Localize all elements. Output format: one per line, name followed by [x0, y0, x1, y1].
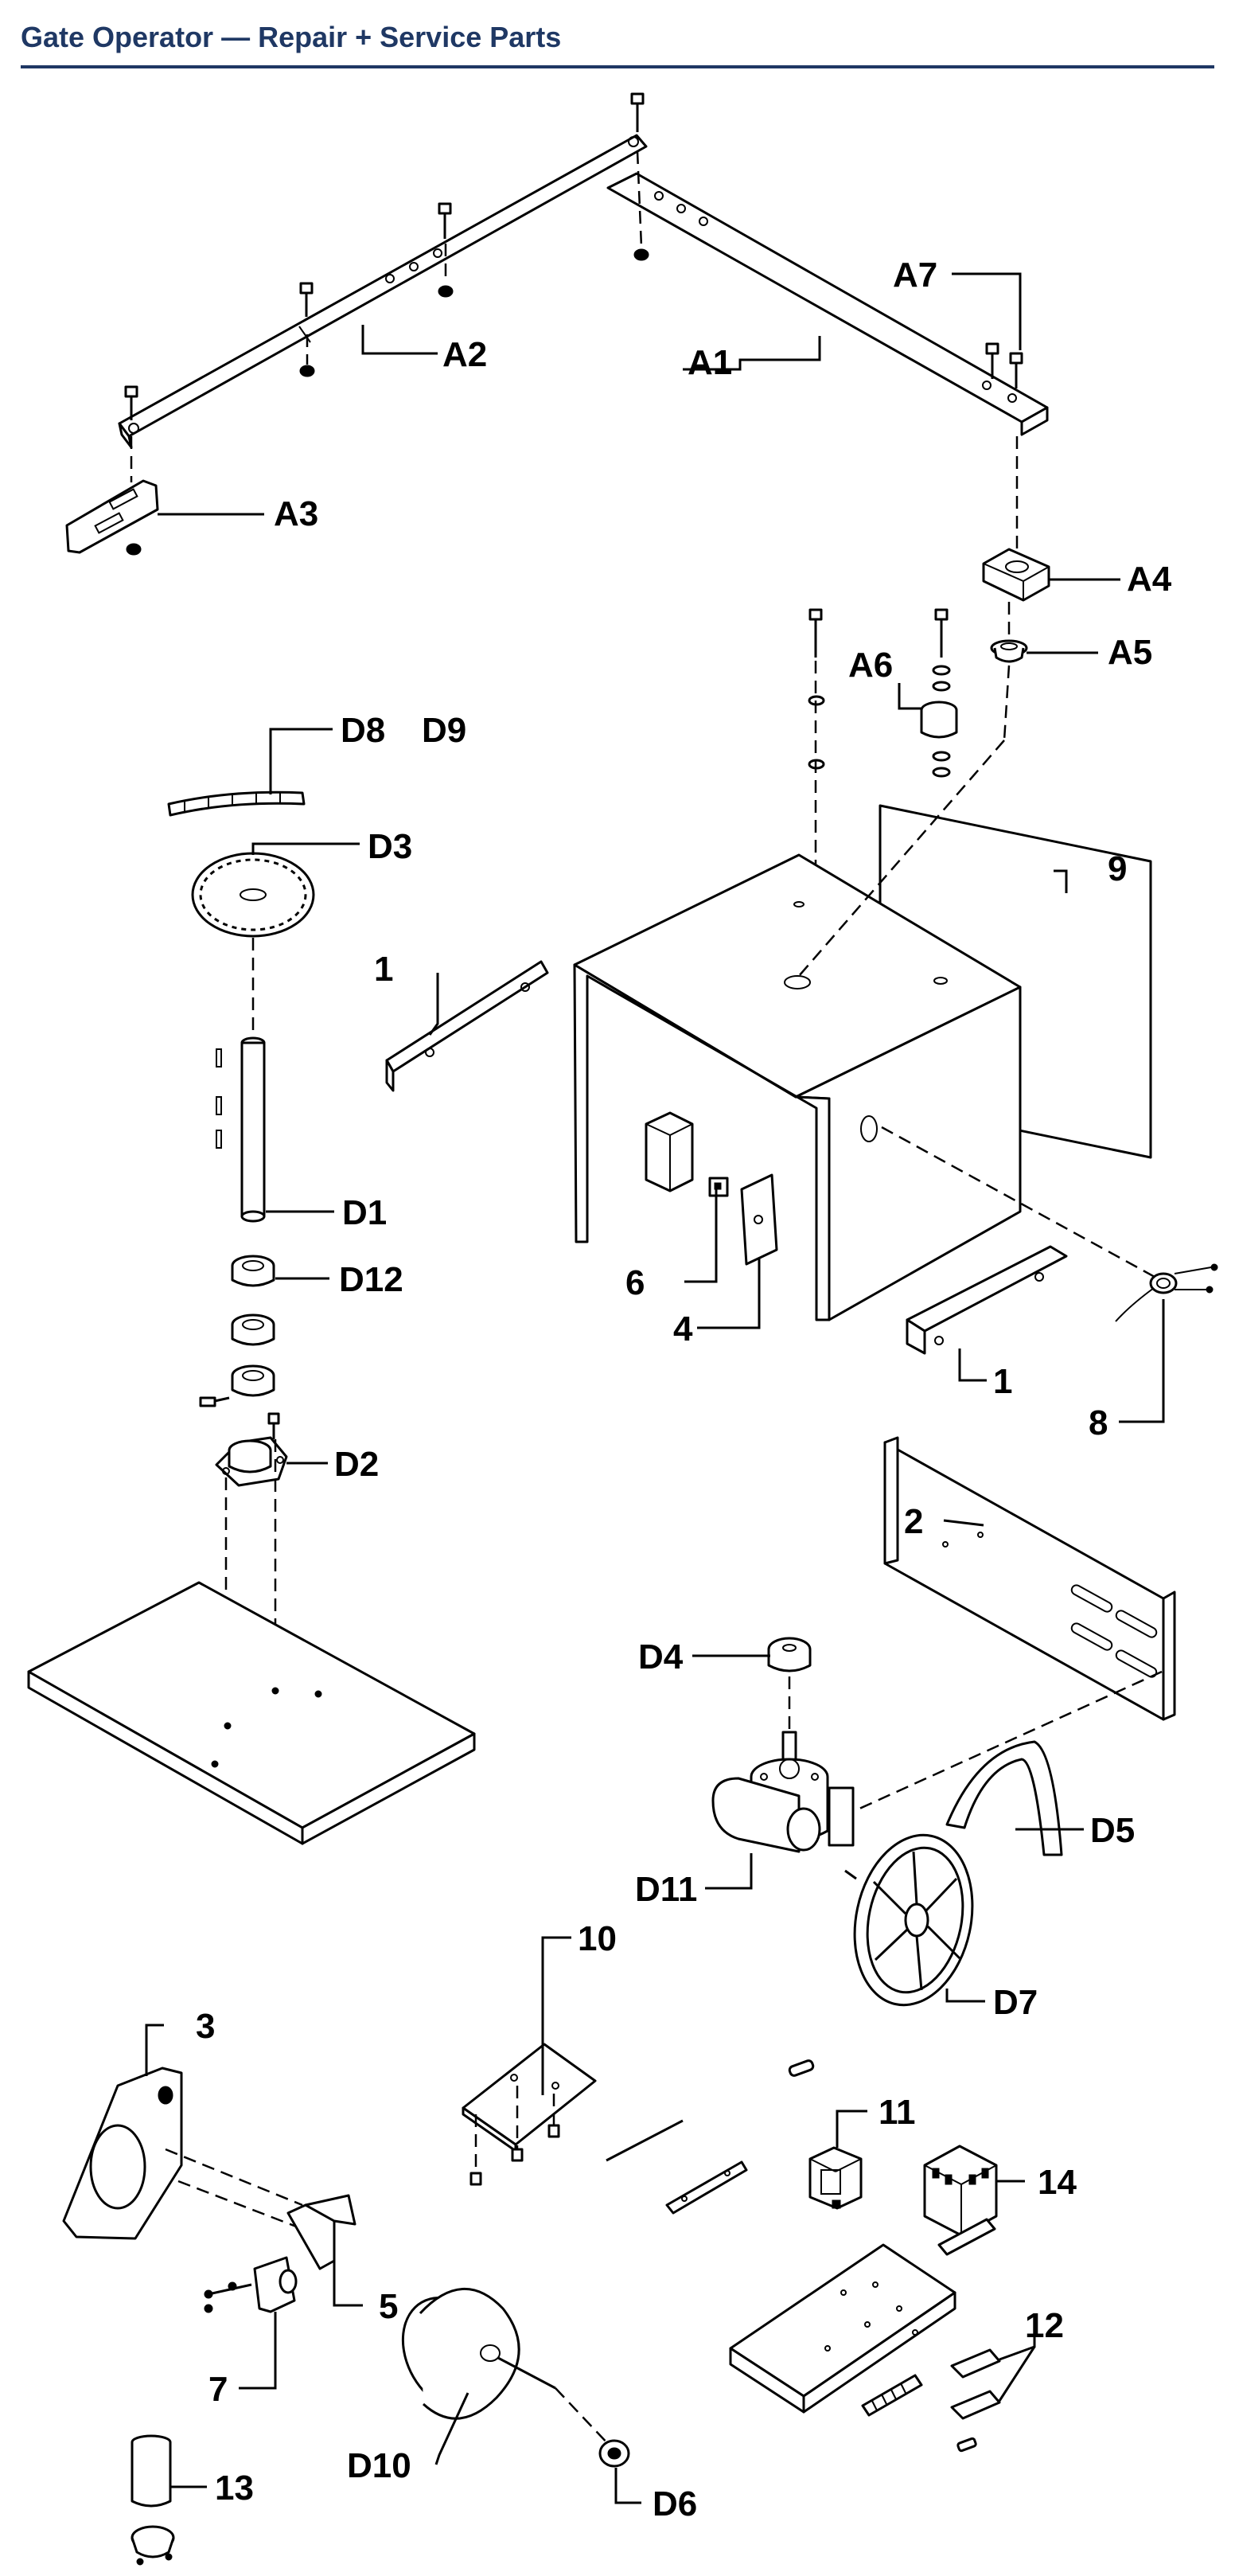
callout-a6: A6: [848, 646, 893, 685]
arm-a2: [118, 134, 648, 449]
rod-and-bar: [606, 2119, 748, 2215]
callout-p14: 14: [1038, 2163, 1077, 2202]
callout-d10: D10: [347, 2446, 411, 2485]
leader-lines: [145, 272, 1165, 2504]
plate-4: [740, 1173, 778, 1266]
callout-a7: A7: [893, 256, 937, 295]
callout-d8: D8: [341, 711, 385, 750]
callout-a2: A2: [442, 335, 487, 374]
callout-d1: D1: [342, 1193, 387, 1232]
callout-d7: D7: [993, 1983, 1038, 2022]
angle-bracket-1-upper: [385, 960, 549, 1092]
callout-d2: D2: [334, 1445, 379, 1484]
belt-d5: [945, 1740, 1063, 1856]
bushing-a5: [990, 602, 1028, 663]
callout-a3: A3: [274, 494, 318, 533]
sprocket-d3: [191, 852, 315, 1038]
callout-p8: 8: [1089, 1403, 1108, 1442]
callout-a5: A5: [1108, 633, 1152, 672]
shaft-d1: [216, 1036, 266, 1223]
callout-d5: D5: [1090, 1811, 1135, 1850]
angle-bracket-1-lower: [906, 1245, 1068, 1355]
callout-p7: 7: [208, 2370, 228, 2409]
callout-p1-lower: 1: [993, 1362, 1012, 1401]
callout-p1-upper: 1: [374, 950, 393, 989]
housing: [573, 665, 1022, 1321]
callout-p11: 11: [879, 2093, 916, 2132]
callout-d11: D11: [635, 1870, 697, 1909]
connector-8: [881, 1126, 1218, 1322]
motor-mount-3: [62, 2067, 303, 2240]
cover-plate-10: [462, 2043, 597, 2186]
limit-switches-12: [950, 2348, 1001, 2453]
control-board-tray: [729, 2243, 956, 2414]
base-plate: [27, 1581, 476, 1845]
callout-p5: 5: [379, 2287, 398, 2326]
pulley-d6: [598, 2439, 630, 2468]
fuse: [788, 2059, 815, 2077]
callout-p4: 4: [673, 1309, 693, 1348]
transformer-6: [645, 1111, 729, 1197]
terminal-strip: [861, 2374, 923, 2417]
contactor-14: [923, 2145, 998, 2256]
callout-p13: 13: [215, 2469, 254, 2508]
callout-p3: 3: [196, 2007, 215, 2046]
motor-rail-2: [841, 1436, 1176, 1818]
callout-d9: D9: [422, 711, 466, 750]
callout-p6: 6: [625, 1263, 645, 1302]
switch-7: [204, 2256, 298, 2313]
chain-d8: [167, 790, 306, 817]
block-a4: [982, 436, 1050, 602]
callout-p10: 10: [578, 1919, 617, 1958]
callout-d4: D4: [638, 1637, 684, 1676]
transformer-11: [808, 2146, 863, 2210]
callout-p2: 2: [904, 1502, 923, 1541]
callout-p12: 12: [1025, 2306, 1064, 2345]
bracket-5: [286, 2194, 356, 2270]
collars-d12: [199, 1255, 280, 1439]
spacer-a6: [808, 608, 958, 892]
gearbox-d11: [711, 1731, 857, 1880]
callout-p9: 9: [1108, 849, 1127, 888]
bolts-arm: [124, 92, 1023, 556]
title-divider: [21, 65, 1214, 68]
arm-a1: [606, 172, 1049, 436]
bushing-13: [131, 2434, 175, 2566]
callout-a1: A1: [688, 343, 732, 382]
sprocket-d4: [767, 1637, 812, 1732]
callout-a4: A4: [1127, 560, 1172, 599]
callout-d3: D3: [368, 827, 412, 866]
callout-d12: D12: [339, 1260, 403, 1299]
page-title: Gate Operator — Repair + Service Parts: [21, 21, 562, 53]
bracket-a3: [65, 436, 159, 554]
callout-d6: D6: [653, 2484, 697, 2523]
pulley-d7: [853, 1833, 974, 2007]
motor-d10: [401, 2288, 610, 2446]
